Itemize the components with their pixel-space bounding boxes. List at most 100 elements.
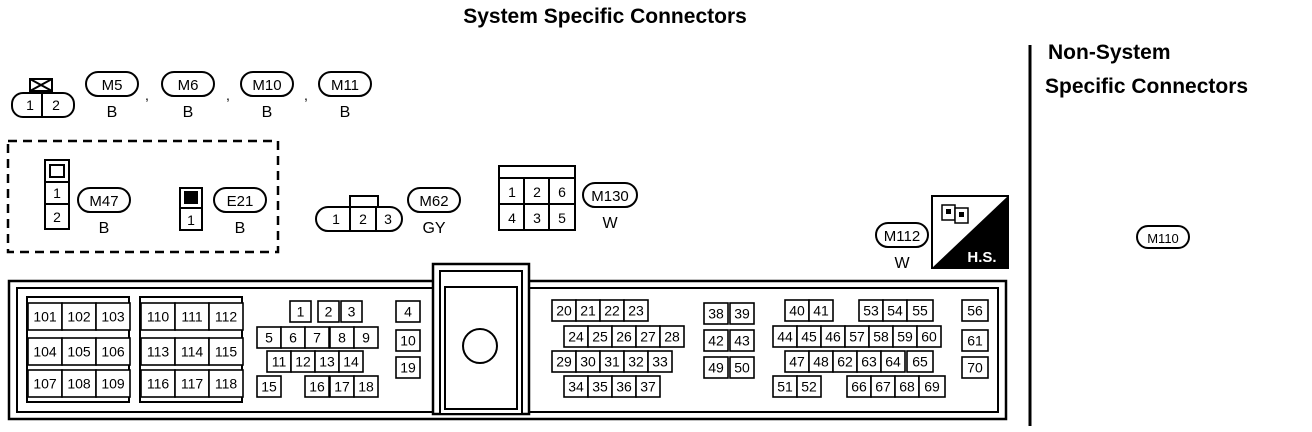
ecm-pin: 49 — [703, 356, 729, 379]
ecm-pin-label: 60 — [921, 329, 937, 345]
ecm-pin: 26 — [611, 325, 637, 348]
ecm-pin: 12 — [290, 350, 316, 373]
non-system-title-line2: Specific Connectors — [1045, 75, 1248, 98]
ecm-pin: 110 — [140, 302, 176, 331]
ecm-pin-label: 40 — [789, 303, 805, 319]
ecm-pin: 104 — [27, 337, 63, 366]
svg-text:E21: E21 — [227, 193, 254, 210]
ecm-pin-label: 2 — [325, 304, 333, 320]
ecm-pin-label: 106 — [101, 344, 125, 360]
svg-text:M6: M6 — [178, 77, 199, 94]
connector-m10: M10 B — [240, 71, 294, 121]
ecm-pin-label: 101 — [33, 309, 57, 325]
ecm-pin-label: 68 — [899, 379, 915, 395]
separator-comma: , — [304, 87, 308, 103]
ecm-pin-label: 30 — [580, 354, 596, 370]
dashed-group-box — [6, 139, 280, 254]
ecm-pin-label: 53 — [863, 303, 879, 319]
ecm-pin-label: 28 — [664, 329, 680, 345]
harness-side-badge: H.S. — [931, 195, 1009, 269]
ecm-pin-label: 4 — [404, 304, 412, 320]
m10-color: B — [262, 104, 273, 121]
ecm-pin: 69 — [918, 375, 946, 398]
ecm-pin: 29 — [551, 350, 577, 373]
ecm-pin-label: 50 — [734, 360, 750, 376]
ecm-pin: 43 — [729, 329, 755, 352]
ecm-pin-label: 51 — [777, 379, 793, 395]
ecm-pin: 53 — [858, 299, 884, 322]
ecm-pin-label: 56 — [967, 303, 983, 319]
ecm-pin-label: 27 — [640, 329, 656, 345]
ecm-pin-label: 54 — [887, 303, 903, 319]
ecm-pin: 4 — [395, 300, 421, 323]
ecm-pin: 16 — [304, 375, 330, 398]
svg-text:M62: M62 — [419, 193, 448, 210]
ecm-pin: 60 — [916, 325, 942, 348]
ecm-pin-label: 45 — [801, 329, 817, 345]
ecm-pin: 18 — [353, 375, 379, 398]
ecm-pin-label: 5 — [265, 330, 273, 346]
ecm-pin-label: 44 — [777, 329, 793, 345]
ecm-pin-label: 25 — [592, 329, 608, 345]
non-system-title-line1: Non-System — [1048, 41, 1171, 64]
ecm-pin: 107 — [27, 369, 63, 398]
ecm-pin-label: 39 — [734, 306, 750, 322]
ecm-pin-label: 1 — [297, 304, 305, 320]
ecm-pin: 15 — [256, 375, 282, 398]
m130-pin-3: 3 — [533, 210, 541, 226]
ecm-pin: 61 — [961, 329, 989, 352]
ecm-pin: 28 — [659, 325, 685, 348]
m130-pin-5: 5 — [558, 210, 566, 226]
ecm-pin: 48 — [808, 350, 834, 373]
connector-m5: M5 B — [85, 71, 139, 121]
ecm-pin: 115 — [208, 337, 244, 366]
ecm-pin-label: 41 — [813, 303, 829, 319]
ecm-pin-label: 67 — [875, 379, 891, 395]
connector-m47: M47 B — [77, 187, 131, 237]
ecm-pin: 45 — [796, 325, 822, 348]
ecm-pin-label: 33 — [652, 354, 668, 370]
ecm-pin: 52 — [796, 375, 822, 398]
ecm-pin-label: 55 — [912, 303, 928, 319]
m130-pin-4: 4 — [508, 210, 516, 226]
ecm-pin: 21 — [575, 299, 601, 322]
ecm-pin: 47 — [784, 350, 810, 373]
ecm-pin: 36 — [611, 375, 637, 398]
ecm-pin-label: 18 — [358, 379, 374, 395]
ecm-pin: 54 — [882, 299, 908, 322]
ecm-pin-label: 104 — [33, 344, 57, 360]
ecm-pin: 105 — [61, 337, 97, 366]
ecm-pin: 58 — [868, 325, 894, 348]
ecm-pin-label: 47 — [789, 354, 805, 370]
ecm-pin: 5 — [256, 326, 282, 349]
svg-text:M5: M5 — [102, 77, 123, 94]
m130-pin-2: 2 — [533, 184, 541, 200]
ecm-pin-label: 62 — [837, 354, 853, 370]
m47-color: B — [99, 220, 110, 237]
ecm-pin-label: 46 — [825, 329, 841, 345]
ecm-pin-label: 114 — [181, 344, 204, 360]
ecm-pin-label: 36 — [616, 379, 632, 395]
ecm-pin-label: 22 — [604, 303, 620, 319]
ecm-pin: 3 — [340, 300, 363, 323]
ecm-pin-label: 107 — [33, 376, 57, 392]
m62-pin-3: 3 — [384, 211, 392, 227]
ecm-pin: 41 — [808, 299, 834, 322]
connector-m47-housing: 1 2 — [44, 159, 70, 230]
ecm-pin: 19 — [395, 356, 421, 379]
m130-pin-6: 6 — [558, 184, 566, 200]
m112-color: W — [894, 255, 910, 272]
ecm-pin-label: 21 — [580, 303, 596, 319]
ecm-pin: 35 — [587, 375, 613, 398]
ecm-pin: 117 — [174, 369, 210, 398]
m6-color: B — [183, 104, 194, 121]
ecm-pin: 33 — [647, 350, 673, 373]
ecm-pin: 1 — [289, 300, 312, 323]
ecm-pin-label: 29 — [556, 354, 572, 370]
ecm-pin: 22 — [599, 299, 625, 322]
svg-text:M110: M110 — [1147, 231, 1179, 246]
ecm-pin-label: 48 — [813, 354, 829, 370]
ecm-pin-label: 112 — [215, 309, 238, 325]
connector-e21: E21 B — [213, 187, 267, 237]
